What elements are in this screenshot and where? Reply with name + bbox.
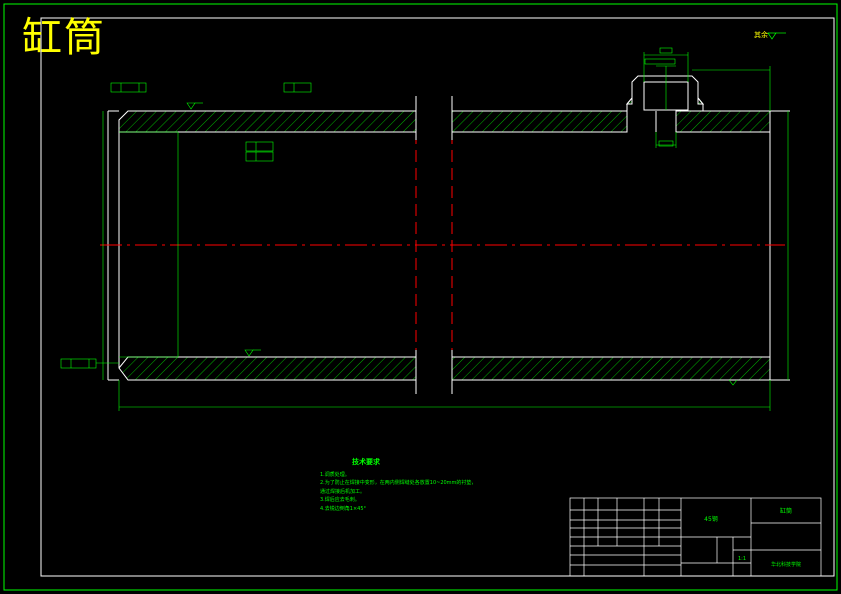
title-block-part-name: 缸筒 (780, 507, 792, 515)
tech-requirement-4: 4.去锐边倒角1×45° (320, 505, 367, 512)
surface-finish-note: 其余 (754, 30, 768, 39)
boss-dimensions (643, 47, 771, 148)
roughness-symbols (186, 102, 738, 386)
drawing-title: 缸筒 (22, 15, 106, 61)
title-block-school: 华北科技学院 (771, 561, 801, 568)
cylinder-upper-wall (118, 110, 771, 133)
cylinder-lower-wall (118, 356, 771, 381)
bore-dimensions (102, 111, 789, 411)
tolerance-frames (60, 82, 312, 369)
tech-requirement-1: 1.调质处理。 (320, 471, 350, 478)
tech-requirement-3: 3.焊后应去毛刺。 (320, 497, 360, 503)
title-block (569, 497, 822, 577)
tech-requirements: 技术要求 1.调质处理。 2.为了防止在焊接中变形，在两内侧焊缝处各放置10~2… (320, 458, 476, 513)
roughness-symbol-top (767, 32, 786, 40)
outer-border (3, 3, 838, 591)
tech-requirement-2-cont: 通过焊接后机加工。 (320, 488, 366, 495)
inner-border (40, 17, 835, 577)
tech-requirements-heading: 技术要求 (352, 458, 380, 466)
tech-requirement-2: 2.为了防止在焊接中变形，在两内侧焊缝处各放置10~20mm的衬垫， (320, 480, 477, 486)
title-block-scale: 1:1 (738, 556, 746, 562)
break-lines-white (415, 96, 453, 394)
title-block-material: 45钢 (704, 515, 718, 523)
